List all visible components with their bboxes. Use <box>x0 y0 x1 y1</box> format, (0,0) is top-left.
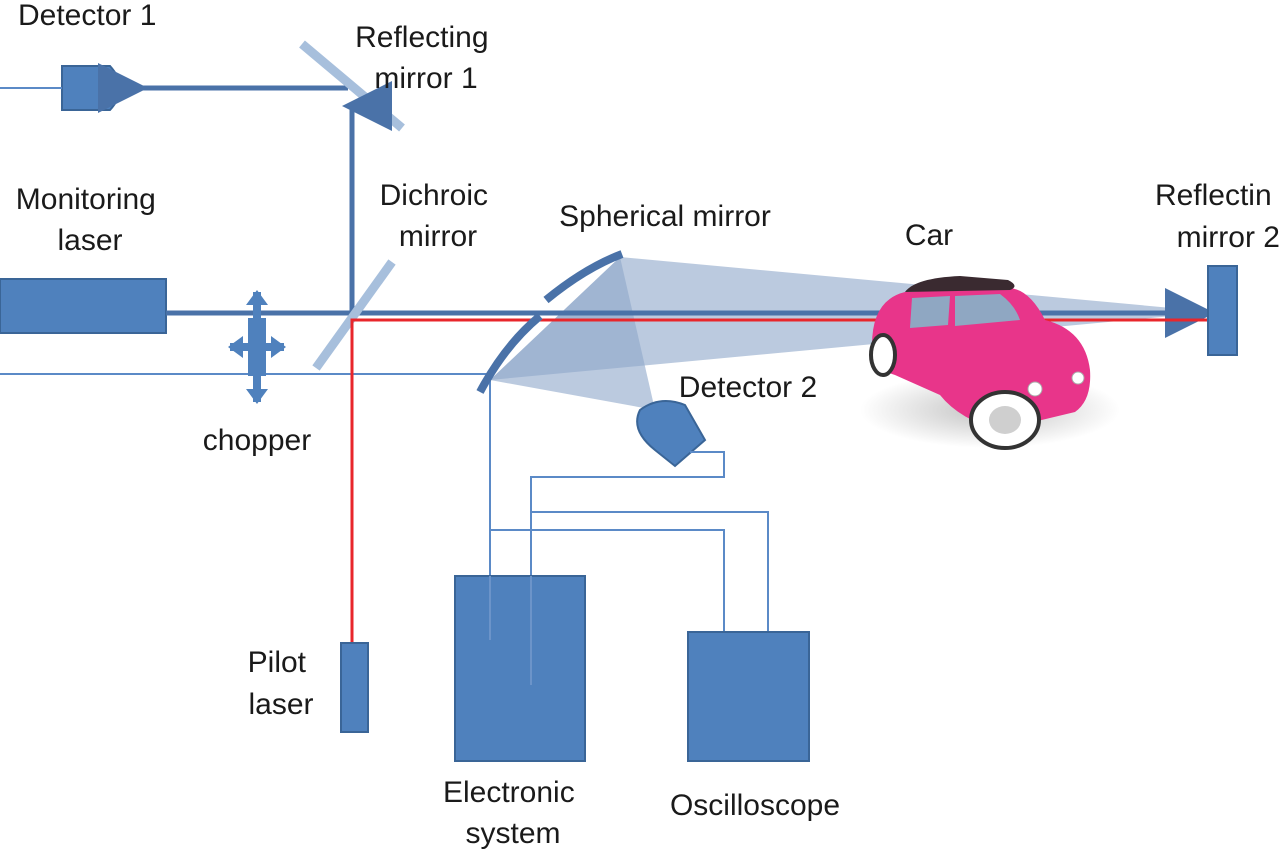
label-reflecting-mirror-2: Reflectin mirror 2 <box>1155 179 1280 254</box>
pilot-laser <box>340 642 369 733</box>
spherical-mirror <box>543 250 624 304</box>
label-reflecting-mirror-1: Reflecting mirror 1 <box>355 21 497 95</box>
label-detector-1: Detector 1 <box>18 0 156 32</box>
car-image <box>860 276 1120 450</box>
spherical-mirror-lower <box>476 312 543 394</box>
electronic-system <box>454 575 586 762</box>
dichroic-mirror <box>312 259 396 371</box>
wire-detector2-electronics <box>530 451 725 685</box>
label-electronic-system: Electronic system <box>443 776 583 850</box>
label-detector-2: Detector 2 <box>679 371 817 404</box>
label-dichroic-mirror: Dichroic mirror <box>380 179 497 253</box>
label-chopper: chopper <box>203 424 311 457</box>
reflecting-mirror-2 <box>1207 265 1238 356</box>
monitoring-laser <box>0 278 167 334</box>
wire-electronics-oscilloscope-1 <box>531 511 769 632</box>
return-signal-line <box>0 373 491 640</box>
label-car: Car <box>905 219 953 252</box>
label-spherical-mirror: Spherical mirror <box>559 200 771 233</box>
detector-1 <box>61 65 121 111</box>
light-cone-detector <box>490 257 655 410</box>
label-oscilloscope: Oscilloscope <box>670 789 840 822</box>
label-pilot-laser: Pilot laser <box>248 646 315 721</box>
label-monitoring-laser: Monitoring laser <box>16 183 164 257</box>
chopper <box>228 290 286 404</box>
detector-2 <box>636 400 707 468</box>
wire-electronics-oscilloscope-2 <box>490 529 725 632</box>
oscilloscope <box>687 631 810 762</box>
